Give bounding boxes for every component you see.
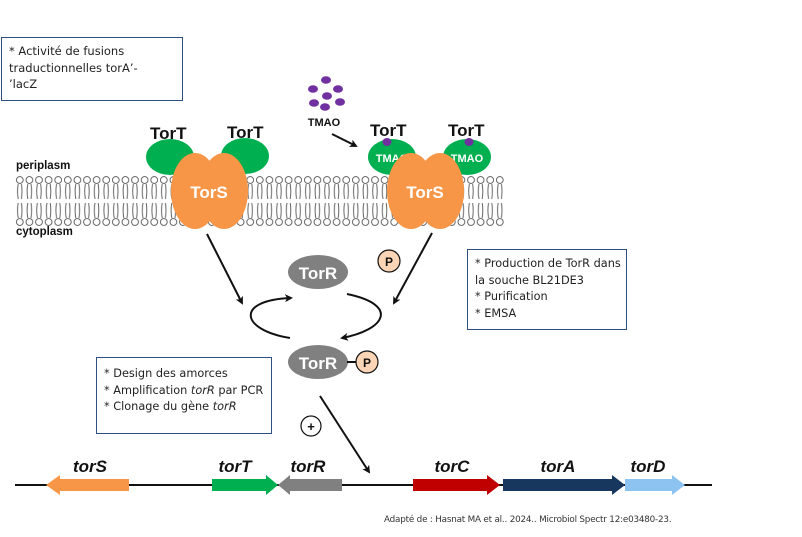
- note-bottom-left: * Design des amorces * Amplification tor…: [96, 357, 272, 434]
- phosphate-free: [377, 249, 401, 273]
- activation-sign: [300, 415, 322, 437]
- torr-protein-unphosphorylated: [288, 255, 348, 289]
- activation-arrow: [319, 395, 371, 474]
- gene-arrow-tora: [503, 475, 625, 495]
- tort-label-right-2: TorT: [448, 121, 485, 140]
- cycle-arrow-upper: [249, 294, 293, 339]
- torr-protein-phosphorylated: [288, 345, 348, 379]
- activation-sign-label: +: [307, 419, 315, 434]
- gene-label-tort: torT: [218, 457, 253, 476]
- note-top-left-line-2: traductionnelles torA’-: [9, 60, 138, 75]
- gene-label-tord: torD: [631, 457, 666, 476]
- periplasm-label: periplasm: [16, 160, 70, 172]
- cycle-arrow-lower: [340, 293, 382, 341]
- gene-arrow-torc: [413, 475, 500, 495]
- phosphate-bound-label: P: [363, 356, 371, 370]
- citation: Adapté de : Hasnat MA et al.. 2024.. Mic…: [384, 515, 672, 525]
- gene-torc: torC: [413, 457, 500, 495]
- torr-label-top: TorR: [299, 264, 337, 283]
- arrow-tors-left-to-cycle: [206, 233, 243, 305]
- gene-arrow-tord: [625, 475, 685, 495]
- gene-tora: torA: [503, 457, 625, 495]
- gene-label-torr: torR: [291, 457, 327, 476]
- note-top-left-line-3: ’lacZ: [9, 77, 38, 91]
- gene-tord: torD: [625, 457, 685, 495]
- gene-label-tora: torA: [541, 457, 576, 476]
- tort-label-left-2: TorT: [227, 123, 264, 142]
- note-right-line-3: * Purification: [475, 290, 548, 303]
- tors-right-half-b: [416, 153, 464, 229]
- note-right-line-4: * EMSA: [475, 306, 517, 320]
- gene-name-italic: torR: [190, 383, 215, 397]
- tmao-bound-dot-1: [382, 138, 392, 146]
- tors-label-right: TorS: [406, 183, 443, 202]
- tmao-molecules: [308, 76, 345, 111]
- note-right-line-2: la souche BL21DE3: [475, 273, 584, 287]
- phosphate-free-label: P: [385, 255, 393, 269]
- gene-arrow-tort: [212, 475, 278, 495]
- gene-tors: torS: [46, 457, 129, 495]
- tmao-free-label: TMAO: [308, 117, 341, 129]
- gene-label-tors: torS: [73, 457, 108, 476]
- note-bottom-left-line-1: * Design des amorces: [104, 367, 228, 380]
- cytoplasm-label: cytoplasm: [16, 226, 73, 238]
- note-bottom-left-line-3: * Clonage du gène torR: [104, 399, 264, 416]
- gene-label-torc: torC: [435, 457, 471, 476]
- tort-right-complex: TorT TorT TMAO TMAO TorS: [368, 121, 491, 229]
- tmao-bound-dot-2: [464, 138, 474, 146]
- tort-left-complex: TorT TorT TorS: [146, 123, 269, 229]
- tmao-bound-label-2: TMAO: [451, 153, 484, 165]
- tmao-binding-arrow: [331, 133, 358, 147]
- gene-torr: torR: [278, 457, 342, 495]
- torr-label-bottom: TorR: [299, 354, 337, 373]
- note-text: * Amplification: [104, 383, 191, 397]
- gene-arrow-torr: [278, 475, 342, 495]
- gene-name-italic: torR: [212, 400, 237, 413]
- note-text: par PCR: [214, 383, 264, 397]
- note-top-left-line-1: * Activité de fusions: [9, 44, 125, 58]
- tors-label-left: TorS: [190, 183, 227, 202]
- gene-tort: torT: [212, 457, 278, 495]
- arrow-tors-right-to-cycle: [393, 232, 433, 305]
- phosphate-bound: [355, 350, 379, 374]
- note-right: * Production de TorR dans la souche BL21…: [467, 249, 627, 330]
- note-top-left: * Activité de fusions traductionnelles t…: [1, 37, 183, 101]
- tort-label-left-1: TorT: [150, 124, 187, 143]
- note-right-line-1: * Production de TorR dans: [475, 257, 621, 270]
- tors-left-half-b: [200, 153, 248, 229]
- note-text: * Clonage du gène: [104, 400, 213, 413]
- note-bottom-left-line-2: * Amplification torR par PCR: [104, 383, 264, 400]
- gene-arrow-tors: [46, 475, 129, 495]
- tort-label-right-1: TorT: [370, 121, 407, 140]
